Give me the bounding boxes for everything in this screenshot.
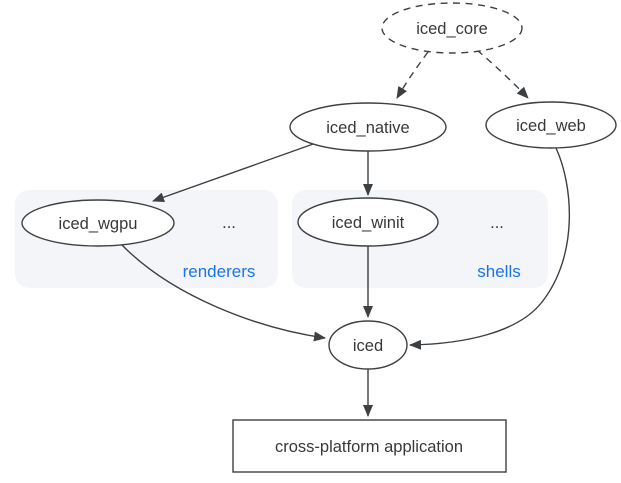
renderers-group-label: renderers <box>183 262 256 281</box>
node-iced-winit <box>297 197 439 247</box>
node-iced-winit-label: iced_winit <box>332 214 405 232</box>
shells-group-label: shells <box>477 262 520 281</box>
node-iced-native-label: iced_native <box>326 119 409 137</box>
node-iced-native <box>289 102 447 152</box>
edge-iced-wgpu-to-iced <box>121 244 326 342</box>
node-iced-wgpu-label: iced_wgpu <box>59 215 138 233</box>
edge-iced-web-to-iced <box>409 147 570 350</box>
node-iced-web-label: iced_web <box>516 117 586 135</box>
renderers-ellipsis: ... <box>222 214 236 232</box>
node-iced-web <box>485 101 617 149</box>
node-cross-platform-application-label: cross-platform application <box>275 438 463 456</box>
node-iced-wgpu <box>21 199 175 247</box>
node-iced-core <box>381 2 523 54</box>
edge-iced-native-to-iced-wgpu <box>152 142 317 203</box>
node-iced <box>328 320 408 370</box>
node-iced-label: iced <box>353 337 383 355</box>
edge-iced-core-to-iced-native <box>396 51 429 99</box>
shells-ellipsis: ... <box>490 214 504 232</box>
node-cross-platform-application <box>232 419 507 473</box>
edge-iced-core-to-iced-web <box>476 49 529 99</box>
node-iced-core-label: iced_core <box>416 20 488 38</box>
